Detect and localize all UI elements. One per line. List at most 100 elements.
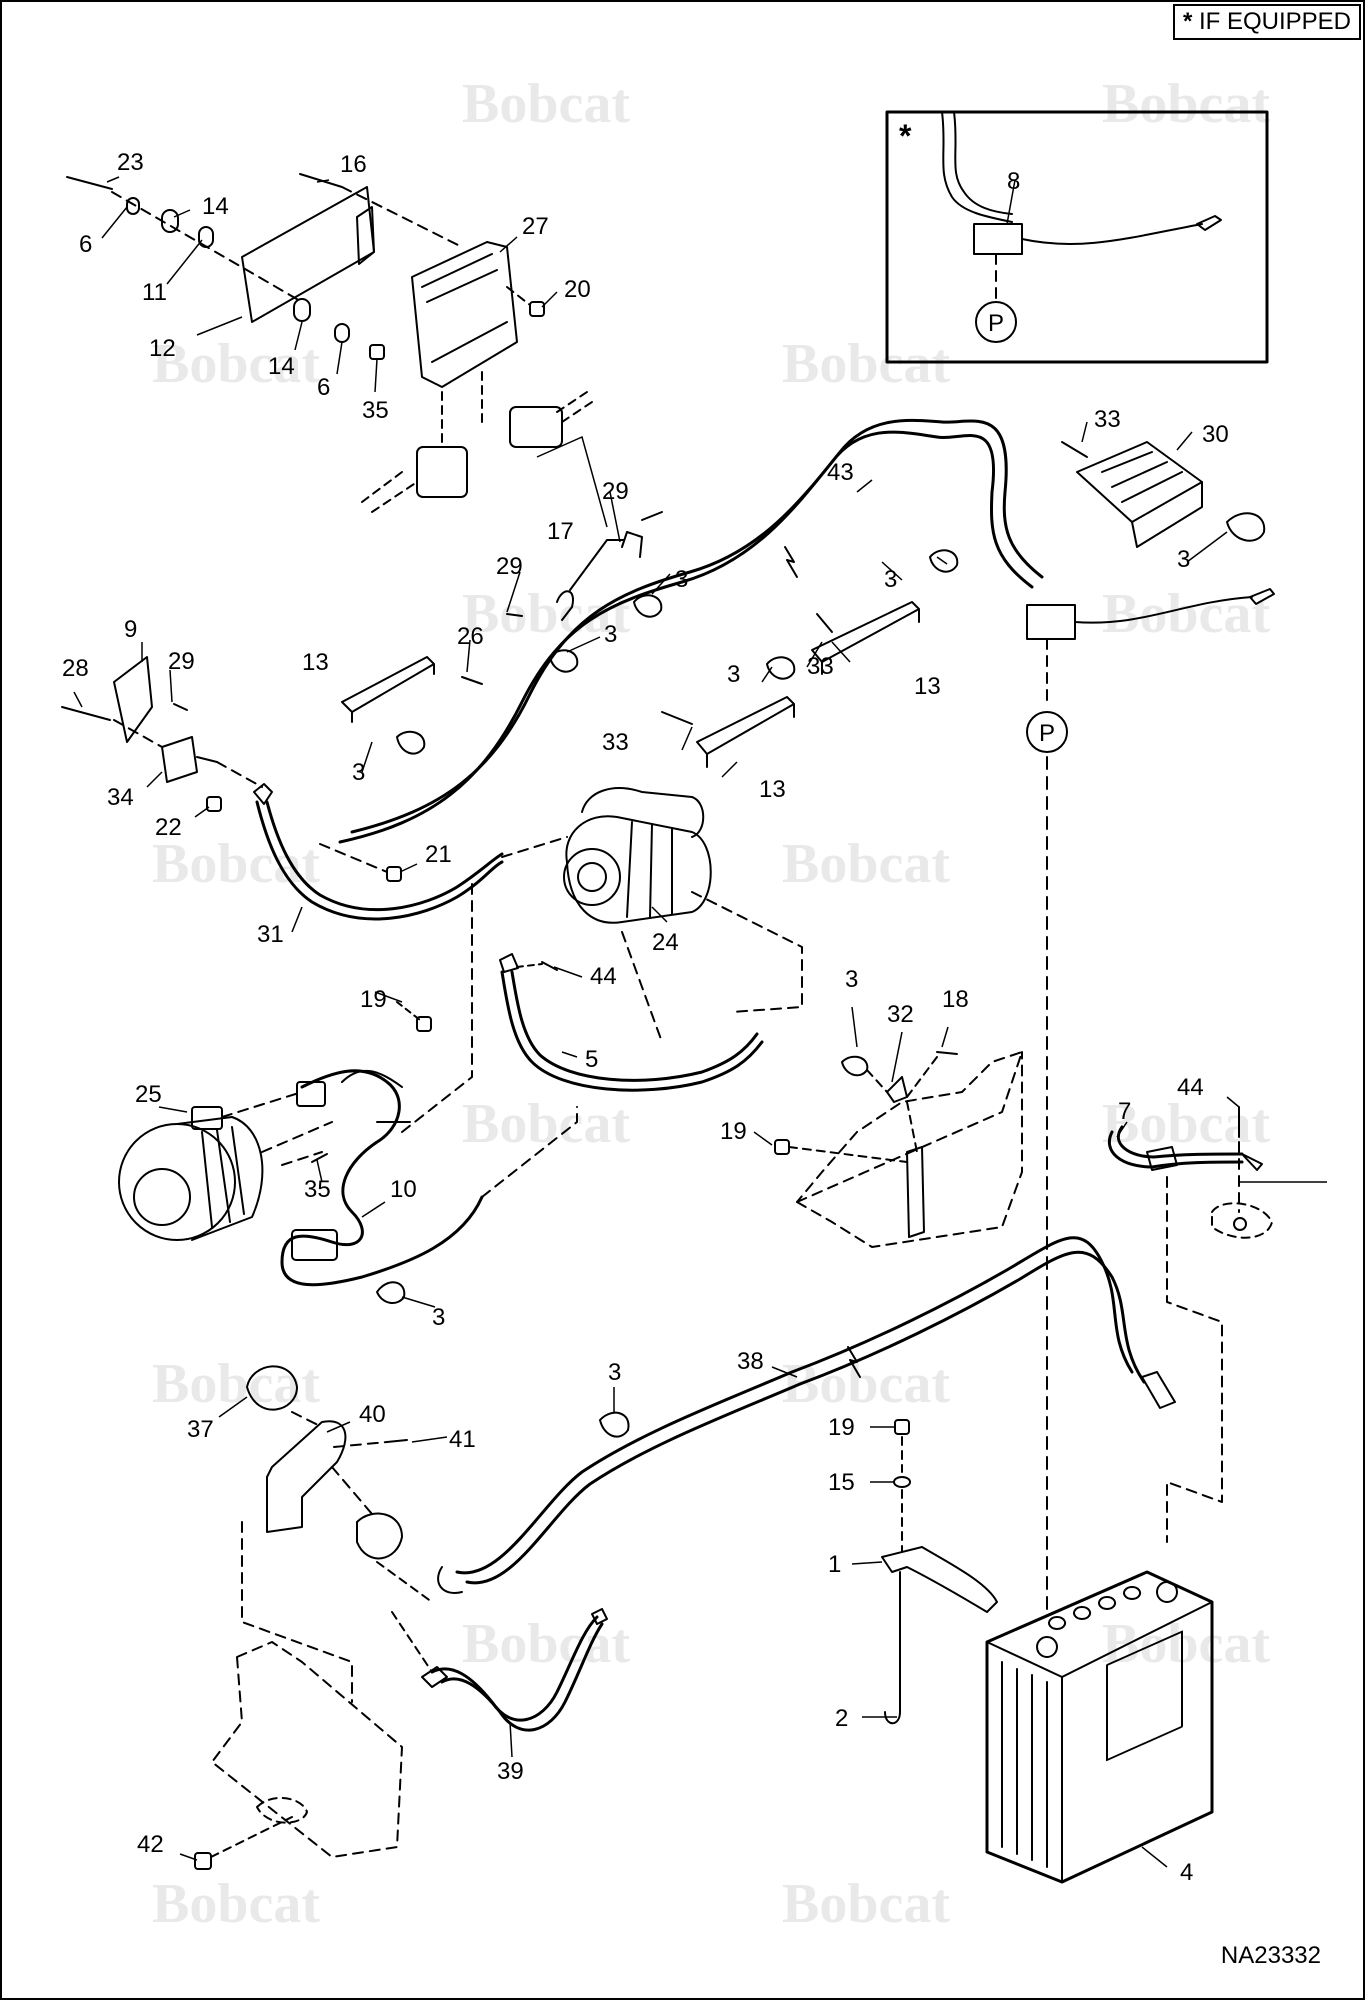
frame-lower-slot bbox=[256, 1796, 308, 1824]
dash-switch bbox=[241, 1411, 388, 1703]
callout: 3 bbox=[884, 566, 897, 593]
callout: 44 bbox=[590, 963, 617, 990]
cable-7-end bbox=[1241, 1153, 1263, 1171]
callout: 10 bbox=[390, 1176, 417, 1203]
ecu-plug bbox=[416, 446, 468, 498]
bolt-16 bbox=[299, 173, 343, 188]
dash-switch-cable bbox=[376, 1561, 433, 1673]
cable-39-end bbox=[591, 1608, 608, 1625]
callout: 34 bbox=[107, 784, 134, 811]
washer-6 bbox=[126, 197, 140, 215]
nut-19-c bbox=[894, 1419, 910, 1435]
cable-43-pigtail bbox=[1074, 596, 1253, 624]
clip-3-g bbox=[841, 1055, 869, 1077]
callout: 3 bbox=[727, 661, 740, 688]
cable-38-break bbox=[847, 1346, 861, 1378]
starter-24-endcap-inner bbox=[577, 862, 607, 892]
callout: 6 bbox=[317, 374, 330, 401]
cable-5-terminal bbox=[499, 953, 519, 973]
callout: 43 bbox=[827, 459, 854, 486]
washer-15 bbox=[893, 1476, 911, 1488]
callout: 3 bbox=[1177, 546, 1190, 573]
nut-42 bbox=[194, 1852, 212, 1870]
ground-stud bbox=[1233, 1217, 1247, 1231]
callout: 5 bbox=[585, 1046, 598, 1073]
clip-3-e bbox=[549, 649, 579, 673]
callout: 27 bbox=[522, 213, 549, 240]
callout: 9 bbox=[124, 616, 137, 643]
inset-terminal bbox=[1196, 215, 1222, 231]
bolt-18 bbox=[936, 1051, 958, 1055]
bracket-pivot bbox=[906, 1146, 925, 1238]
relay-34-stud bbox=[196, 756, 218, 763]
battery-4-ribs bbox=[1001, 1661, 1048, 1868]
starter-24-dash bbox=[621, 891, 803, 1043]
battery-4-label bbox=[1106, 1630, 1183, 1762]
nut-21 bbox=[386, 866, 402, 882]
callout: 13 bbox=[914, 673, 941, 700]
cable-43-break bbox=[784, 546, 798, 578]
nut-19-a bbox=[416, 1016, 432, 1032]
alternator-25 bbox=[118, 1123, 236, 1241]
callout: 19 bbox=[828, 1414, 855, 1441]
clamp-17b bbox=[621, 531, 643, 558]
cable-7b bbox=[1116, 1125, 1244, 1159]
callout: 35 bbox=[362, 397, 389, 424]
clip-13-left bbox=[341, 656, 435, 723]
callout: 29 bbox=[496, 553, 523, 580]
bolt-33 bbox=[1061, 441, 1088, 458]
harness-stub bbox=[361, 471, 418, 513]
callout: 19 bbox=[720, 1118, 747, 1145]
callout: 20 bbox=[564, 276, 591, 303]
dash-ecu bbox=[506, 286, 531, 306]
relay-34 bbox=[161, 736, 198, 783]
alternator-25-fins bbox=[201, 1126, 245, 1228]
battery-post-pos bbox=[1156, 1581, 1178, 1603]
callout: 33 bbox=[1094, 406, 1121, 433]
watermark: Bobcat bbox=[1102, 73, 1270, 135]
ecu-27 bbox=[411, 241, 518, 388]
cable-38-terminal bbox=[1141, 1371, 1176, 1409]
callout: 13 bbox=[759, 776, 786, 803]
harness-10-plug bbox=[296, 1081, 326, 1107]
callout: 19 bbox=[360, 986, 387, 1013]
bolt-26 bbox=[461, 676, 483, 685]
starter-24-ribs bbox=[626, 821, 673, 918]
callout: 35 bbox=[304, 1176, 331, 1203]
callout: 32 bbox=[887, 1001, 914, 1028]
rod-2 bbox=[884, 1571, 901, 1725]
bolt-29-a bbox=[506, 613, 523, 617]
inset-star: * bbox=[899, 118, 912, 154]
callout: 3 bbox=[845, 966, 858, 993]
washer-6b bbox=[334, 323, 350, 343]
clip-3-b bbox=[766, 656, 796, 680]
watermark: Bobcat bbox=[462, 1613, 630, 1675]
grommet-14b bbox=[293, 298, 311, 322]
callout: 31 bbox=[257, 921, 284, 948]
callout: 3 bbox=[675, 566, 688, 593]
cable-31b bbox=[265, 800, 504, 912]
dash-42 bbox=[210, 1816, 293, 1858]
callout: 3 bbox=[604, 621, 617, 648]
cable-43-connector bbox=[1026, 604, 1076, 640]
battery-post-neg bbox=[1036, 1636, 1058, 1658]
cable-43 bbox=[338, 430, 1034, 844]
callout: 11 bbox=[142, 279, 167, 306]
inset-wire bbox=[1021, 223, 1203, 245]
switch-37 bbox=[246, 1365, 298, 1411]
callout: 12 bbox=[149, 335, 176, 362]
note-text: IF EQUIPPED bbox=[1198, 8, 1351, 35]
watermark: Bobcat bbox=[462, 73, 630, 135]
clip-3-a bbox=[396, 730, 426, 755]
callout: 18 bbox=[942, 986, 969, 1013]
battery-4-top bbox=[986, 1601, 1213, 1883]
callout: 1 bbox=[828, 1551, 841, 1578]
callout: 29 bbox=[602, 478, 629, 505]
bolt-41 bbox=[386, 1439, 408, 1443]
dash-alt bbox=[221, 1091, 333, 1166]
bracket-32 bbox=[886, 1076, 908, 1103]
bracket-40 bbox=[266, 1420, 347, 1533]
switch-base bbox=[356, 1512, 403, 1560]
